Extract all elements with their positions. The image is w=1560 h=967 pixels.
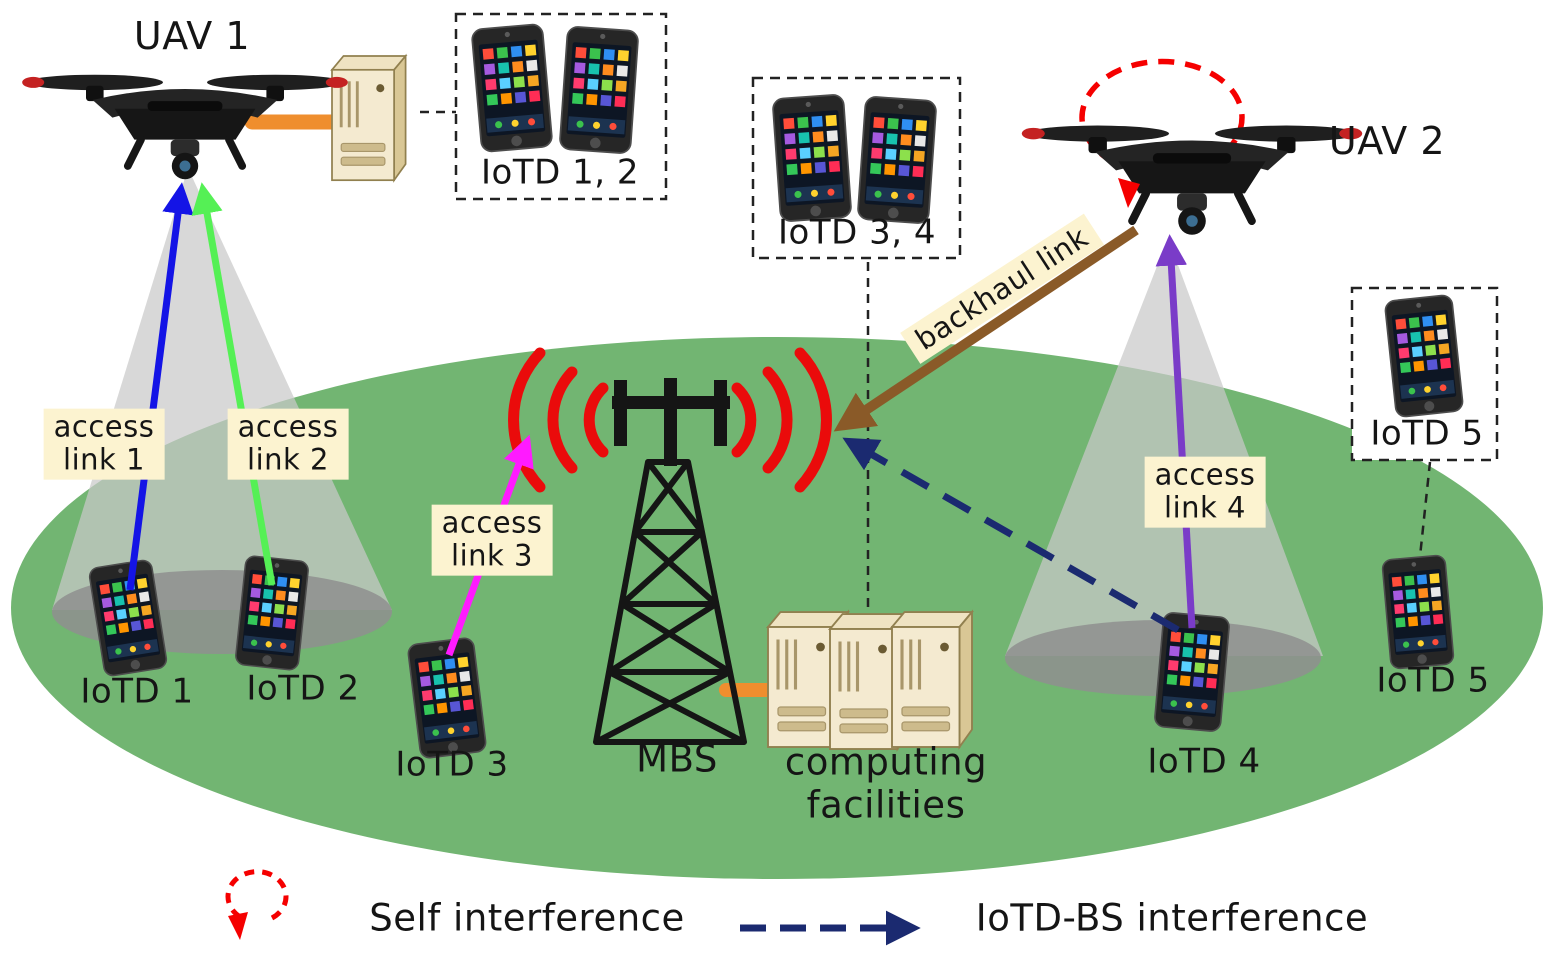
legend-self-interference-icon: [225, 869, 289, 940]
access-link-1-line2: link 1: [63, 443, 145, 477]
computing-servers-icon: [766, 610, 974, 751]
access-link-3-line1: access: [441, 505, 543, 540]
access-link-4-line1: access: [1154, 457, 1256, 492]
iotd5-box-phone-icon: [1383, 293, 1465, 419]
uav2-label: UAV 2: [1328, 119, 1446, 164]
iotd3-phone-icon: [406, 636, 488, 760]
iotd2-box-phone-icon: [558, 25, 640, 155]
iotd5-box-label: IoTD 5: [1370, 413, 1484, 454]
access-link-1-arrow: [126, 182, 194, 591]
legend-self-interference-label: Self interference: [369, 896, 685, 940]
access-link-2-arrow: [191, 182, 276, 586]
iotd12-group-box: [454, 12, 668, 201]
uav2-drone-icon: [1022, 126, 1362, 235]
uav2-self-interference-icon: [1079, 58, 1245, 169]
access-link-2-line2: link 2: [247, 443, 329, 477]
iotd3-box-phone-icon: [771, 93, 853, 223]
access-link-4-label: access link 4: [1144, 456, 1266, 528]
access-link-3-line2: link 3: [451, 539, 533, 573]
access-link-4-arrow: [1155, 234, 1196, 629]
iotd5-group-box: [1350, 286, 1499, 462]
legend-iotd-bs-interference-label: IoTD-BS interference: [975, 896, 1369, 940]
access-link-1-line1: access: [53, 409, 155, 444]
access-link-2-line1: access: [237, 409, 339, 444]
computing-facilities-line1: computing: [784, 740, 988, 784]
computing-facilities-label: computing facilities: [785, 741, 987, 826]
uav1-label: UAV 1: [133, 14, 251, 59]
iotd1-box-phone-icon: [470, 22, 554, 154]
mbs-tower-icon: [593, 378, 747, 745]
uav1-edge-server-icon: [330, 54, 408, 182]
access-link-2-label: access link 2: [227, 408, 349, 480]
iotd4-label: IoTD 4: [1147, 741, 1261, 782]
radio-waves-icon: [508, 347, 832, 493]
backhaul-link-arrow: [833, 225, 1139, 432]
iotd5-ground-label: IoTD 5: [1376, 660, 1490, 701]
iotd12-box-label: IoTD 1, 2: [481, 152, 639, 193]
iotd-bs-interference-arrow: [842, 437, 1180, 634]
computing-facilities-line2: facilities: [806, 783, 966, 826]
iotd34-box-label: IoTD 3, 4: [778, 212, 936, 253]
iotd4-box-phone-icon: [856, 95, 938, 225]
iotd1-label: IoTD 1: [80, 671, 194, 712]
access-link-4-line2: link 4: [1164, 491, 1246, 525]
iotd5-phone-icon: [1381, 554, 1455, 670]
iotd3-label: IoTD 3: [395, 744, 509, 785]
access-link-3-label: access link 3: [431, 504, 553, 576]
iotd5-box-to-phone-line: [1417, 461, 1432, 567]
iotd2-label: IoTD 2: [246, 668, 360, 709]
mbs-label: MBS: [636, 737, 718, 781]
uav2-self-interference-arrowhead: [1118, 178, 1140, 208]
iotd34-group-box: [751, 76, 962, 260]
access-link-1-label: access link 1: [43, 408, 165, 480]
iotd4-phone-icon: [1153, 611, 1231, 733]
